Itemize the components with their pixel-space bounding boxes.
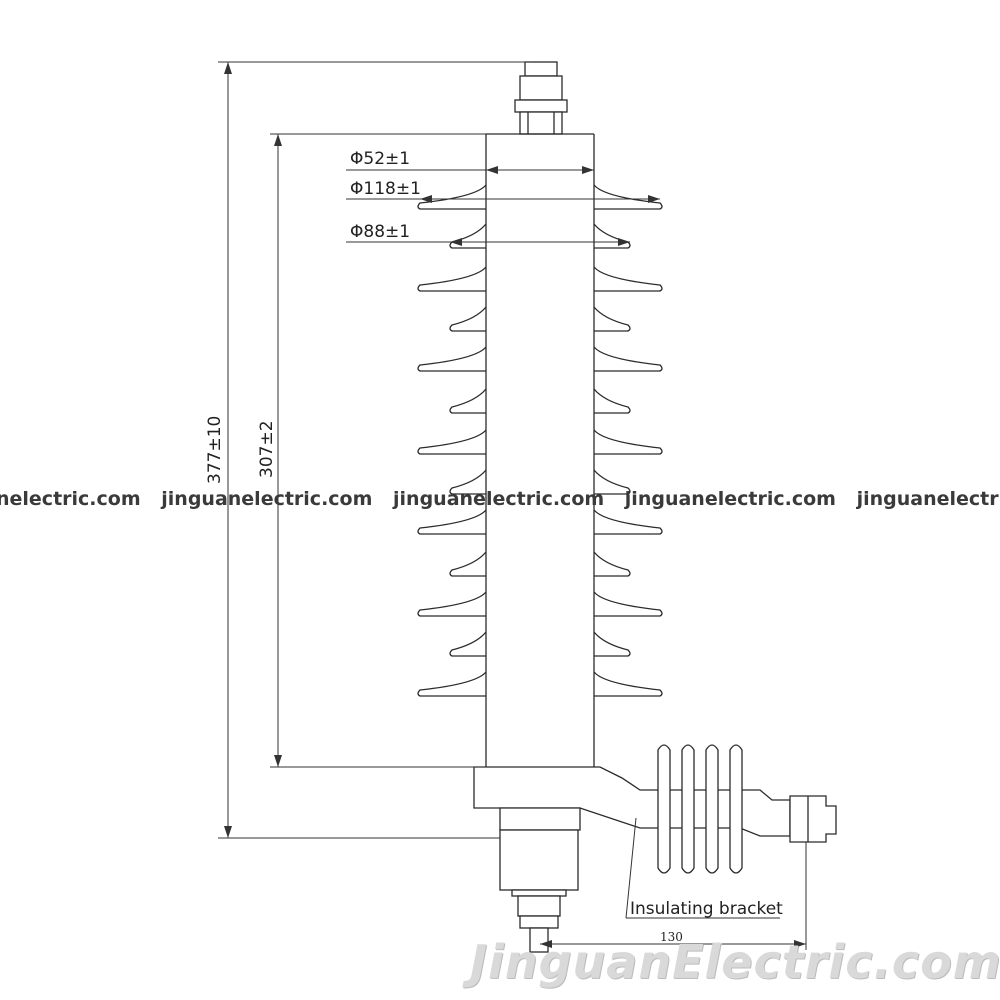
watermark-text: jinguanelectric.com [161, 488, 373, 510]
large-shed [417, 346, 663, 372]
small-shed [449, 631, 631, 657]
brand-watermark: JinguanElectric.com [470, 935, 1000, 989]
bracket-label: Insulating bracket [630, 899, 783, 919]
small-shed [449, 469, 631, 495]
small-shed [449, 223, 631, 249]
insulating-fins [657, 744, 743, 874]
sheds [417, 184, 663, 697]
dimension-total: 377±10 [205, 61, 530, 839]
small-shed [449, 551, 631, 577]
watermark-text: jinguanelectric.com [856, 488, 1000, 510]
large-shed [417, 671, 663, 697]
watermark-text: jinguanelectric.com [393, 488, 605, 510]
housing-core [485, 133, 595, 767]
small-shed [449, 388, 631, 414]
watermark-text: jinguanelectric.com [624, 488, 836, 510]
dim-body-height: 307±2 [257, 420, 277, 478]
dim-total-height: 377±10 [205, 416, 225, 484]
bracket-callout: Insulating bracket [625, 817, 783, 919]
watermark-strip: nelectric.com jinguanelectric.com jingua… [0, 488, 1000, 510]
large-shed [417, 509, 663, 535]
large-shed [417, 184, 663, 210]
large-shed [417, 429, 663, 455]
dim-small-shed: Φ88±1 [350, 222, 410, 242]
dimension-bracket: 130 [540, 842, 807, 950]
dim-large-shed: Φ118±1 [350, 179, 421, 199]
small-shed [449, 306, 631, 332]
top-terminal [514, 61, 568, 135]
watermark-text: nelectric.com [0, 488, 141, 510]
large-shed [417, 266, 663, 292]
large-shed [417, 591, 663, 617]
dimension-diameters: Φ52±1 Φ118±1 Φ88±1 [346, 149, 660, 246]
dim-top-diameter: Φ52±1 [350, 149, 410, 169]
dim-bracket-length: 130 [660, 930, 683, 944]
dimension-body: 307±2 [257, 133, 486, 768]
bottom-terminal [499, 829, 579, 953]
